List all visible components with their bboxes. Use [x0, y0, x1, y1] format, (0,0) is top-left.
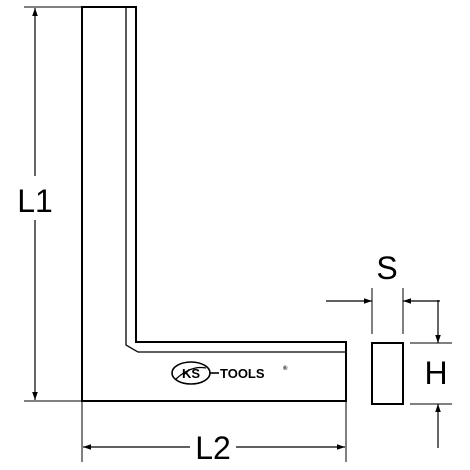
- dimension-s: S: [326, 250, 440, 334]
- dimension-l2: L2: [81, 401, 347, 466]
- cross-section: [371, 342, 404, 405]
- label-s: S: [376, 250, 397, 286]
- label-l1: L1: [17, 183, 53, 219]
- label-h: H: [424, 355, 447, 391]
- square-outline: [81, 6, 347, 402]
- label-l2: L2: [195, 430, 231, 466]
- dimension-l1: L1: [14, 6, 82, 402]
- bevel-line: [125, 7, 346, 353]
- logo-mark: KS: [182, 366, 200, 381]
- logo-text: TOOLS: [220, 366, 265, 381]
- dimension-h: H: [410, 300, 452, 448]
- ks-tools-logo: KS TOOLS ®: [171, 361, 288, 385]
- logo-registered: ®: [283, 365, 288, 372]
